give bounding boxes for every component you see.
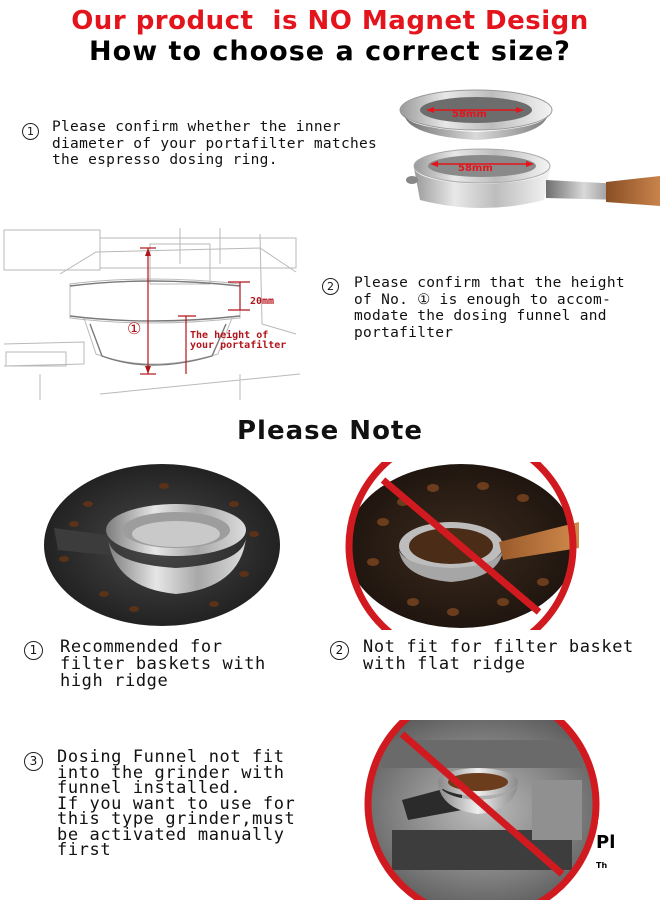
step1-text: Please confirm whether the inner diamete… [52,119,412,169]
dosing-ring-portafilter-image: 58mm 58mm [399,89,660,208]
corner-text-top: Pl [596,832,615,853]
note3-number: 3 [24,751,43,771]
note3-line: first [57,840,112,860]
note1-line: high ridge [60,671,169,691]
product-headline: Our product is NO Magnet Design [71,6,589,36]
note3-line: If you want to use for [57,793,296,814]
recommended-basket-photo [44,464,280,626]
ring-diameter-label: 58mm [452,109,487,120]
step2-line: modate the dosing funnel and [354,308,607,324]
funnel-height-label: 20mm [250,296,274,307]
note3-line: funnel installed. [57,778,242,798]
note1-text: Recommended for filter baskets with high… [60,639,320,690]
note3-line: Dosing Funnel not fit [57,747,285,767]
portafilter-height-label-2: your portafilter [190,339,286,351]
grinder-height-diagram: ① 20mm The height of your portafilter [3,228,301,400]
note2-text: Not fit for filter basket with flat ridg… [363,639,658,673]
basket-diameter-label: 58mm [458,163,493,174]
please-note-heading: Please Note [237,416,423,446]
step2-number: 2 [322,278,339,295]
note2-line: with flat ridge [363,654,526,674]
step2-text: Please confirm that the height of No. ① … [354,275,654,341]
note1-line: filter baskets with [60,654,266,674]
note1-number-badge: 1 [24,639,43,660]
not-fit-basket-photo [345,462,579,630]
note2-line: Not fit for filter basket [363,637,634,657]
height-marker: ① [127,319,141,338]
step2-line: of No. ① is enough to accom- [354,291,612,308]
step2-line: Please confirm that the height [354,275,625,291]
portafilter-height-label-1: The height of [190,329,268,341]
note2-number-badge: 2 [330,639,349,660]
step1-line: diameter of your portafilter matches [52,135,378,152]
corner-text-bottom: Th [596,861,607,870]
step1-line: Please confirm whether the inner [52,119,341,135]
note3-line: into the grinder with [57,762,285,783]
note2-number: 2 [330,640,349,660]
note3-line: this type grinder,must [57,809,296,829]
grinder-not-fit-photo: Pl Th [364,720,660,900]
note3-line: be activated manually [57,824,285,845]
note3-text: Dosing Funnel not fit into the grinder w… [57,747,347,860]
note1-number: 1 [24,640,43,660]
step2-line: portafilter [354,324,454,341]
step1-number: 1 [22,123,39,140]
step2-number-badge: 2 [322,275,339,295]
note1-line: Recommended for [60,637,223,657]
step1-line: the espresso dosing ring. [52,152,278,168]
note3-number-badge: 3 [24,750,43,771]
page-title: How to choose a correct size? [89,36,571,67]
step1-number-badge: 1 [22,120,39,140]
